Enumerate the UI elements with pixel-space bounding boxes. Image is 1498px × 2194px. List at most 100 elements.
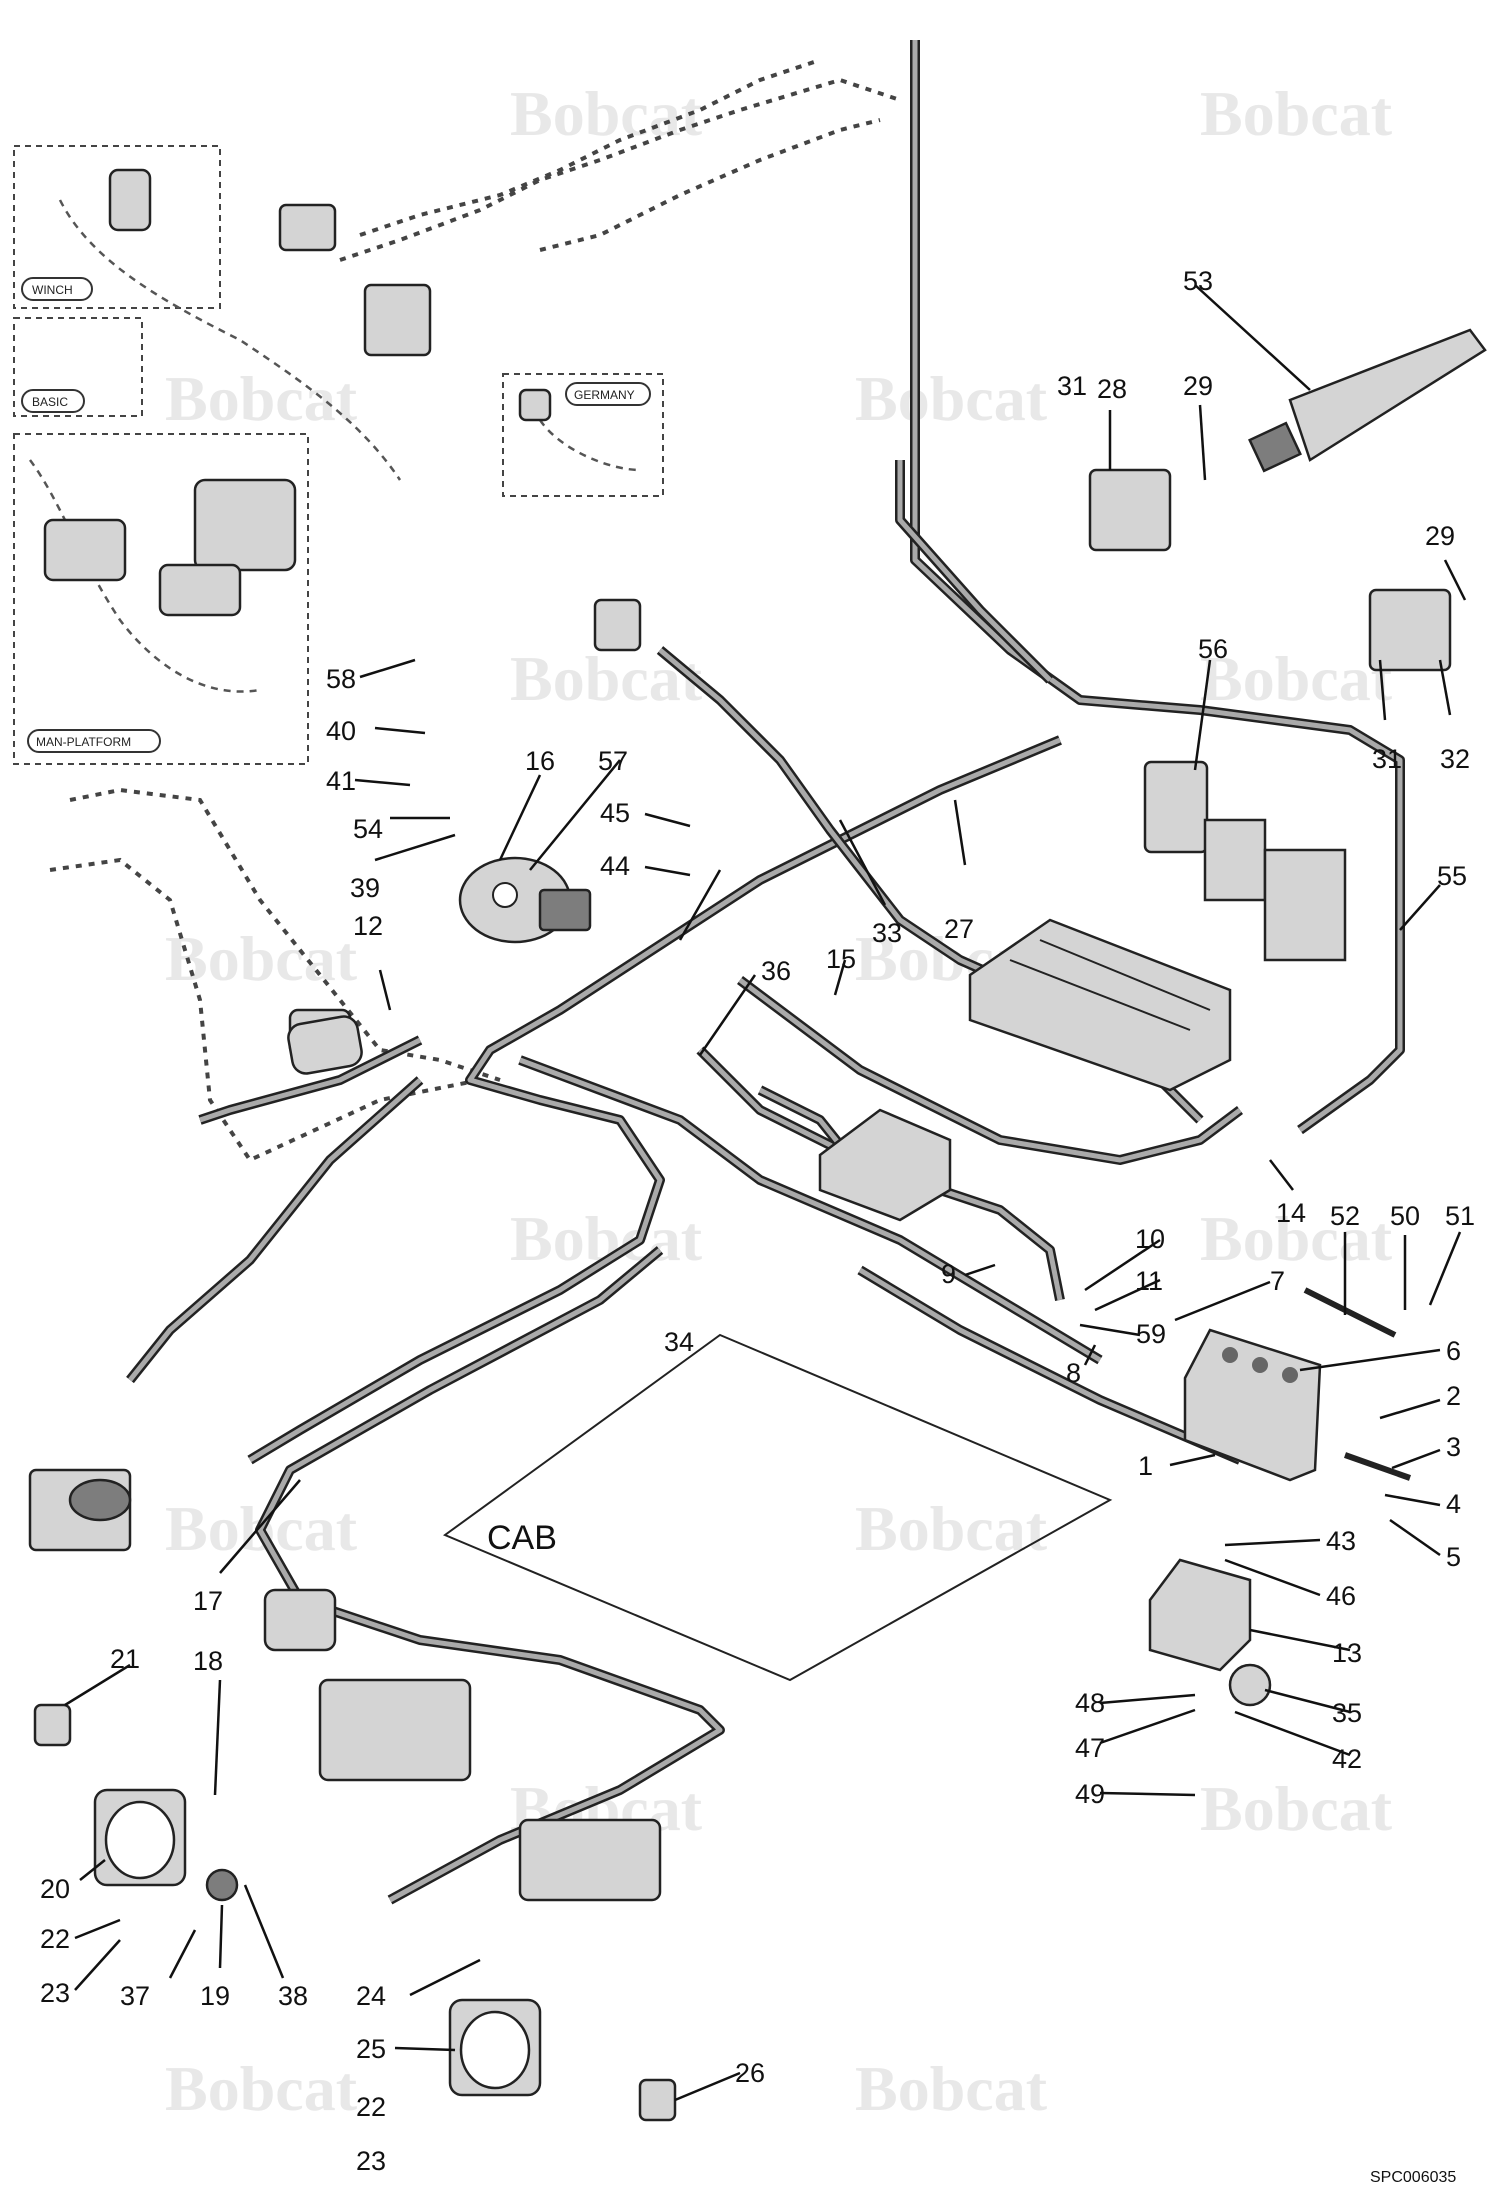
cover-box-28-icon: [1088, 468, 1172, 552]
callout-34: 34: [664, 1327, 694, 1357]
callout-5: 5: [1446, 1542, 1461, 1572]
buzzer-icon: [1228, 1663, 1272, 1707]
switch-panel-icon: [158, 563, 242, 617]
callout-52: 52: [1330, 1201, 1360, 1231]
callout-57: 57: [598, 746, 628, 776]
callout-56: 56: [1198, 634, 1228, 664]
callout-55: 55: [1437, 861, 1467, 891]
alternator-icon: [287, 1015, 363, 1075]
fuse-block-icon: [968, 918, 1232, 1092]
callout-33: 33: [872, 918, 902, 948]
connector-icon: [278, 203, 337, 252]
callout-1: 1: [1138, 1451, 1153, 1481]
leader-lines: [64, 284, 1467, 2102]
light-socket-icon: [205, 1868, 239, 1902]
callout-27: 27: [944, 914, 974, 944]
callout-36: 36: [761, 956, 791, 986]
pump-motor-icon: [263, 1588, 337, 1652]
callout-6: 6: [1446, 1336, 1461, 1366]
control-module-icon: [1148, 1558, 1252, 1672]
tag-man-platform: MAN-PLATFORM: [36, 735, 131, 749]
callout-28: 28: [1097, 374, 1127, 404]
work-light-20-icon: [93, 1788, 187, 1887]
callout-47: 47: [1075, 1733, 1105, 1763]
cab-label: CAB: [487, 1519, 557, 1557]
callout-50: 50: [1390, 1201, 1420, 1231]
callout-31: 31: [1057, 371, 1087, 401]
callouts: 1 2 3 4 5 6 7 8 9 10 11 12 13 14 15 16 1…: [40, 266, 1475, 2176]
junction-box-icon: [818, 1108, 952, 1222]
relay-icon: [1263, 848, 1347, 962]
callout-3: 3: [1446, 1432, 1461, 1462]
callout-22b: 22: [356, 2092, 386, 2122]
light-lens-26-icon: [638, 2078, 677, 2122]
cab-frame: CAB: [442, 1333, 1113, 1682]
callout-38: 38: [278, 1981, 308, 2011]
callout-51: 51: [1445, 1201, 1475, 1231]
valve-cluster-icon: [318, 1678, 472, 1782]
grease-tube-icon: [1248, 328, 1487, 473]
ground-strap-icon: [1343, 1452, 1412, 1481]
german-light-switch-icon: [518, 388, 552, 422]
callout-32: 32: [1440, 744, 1470, 774]
watermark: Bobcat: [1200, 643, 1393, 714]
callout-46: 46: [1326, 1581, 1356, 1611]
callout-16: 16: [525, 746, 555, 776]
cover-box-32-icon: [1368, 588, 1452, 672]
watermark: Bobcat: [1200, 1773, 1393, 1844]
callout-40: 40: [326, 716, 356, 746]
callout-13: 13: [1332, 1638, 1362, 1668]
watermark: Bobcat: [510, 643, 703, 714]
callout-20: 20: [40, 1874, 70, 1904]
callout-17: 17: [193, 1586, 223, 1616]
callout-10: 10: [1135, 1224, 1165, 1254]
callout-14: 14: [1276, 1198, 1306, 1228]
winch-remote-icon: [108, 168, 152, 232]
watermark: Bobcat: [165, 363, 358, 434]
watermark: Bobcat: [510, 78, 703, 149]
callout-43: 43: [1326, 1526, 1356, 1556]
callout-54: 54: [353, 814, 383, 844]
callout-29b: 29: [1425, 521, 1455, 551]
option-tags: WINCH BASIC GERMANY MAN-PLATFORM: [21, 277, 651, 753]
battery-icon: [1183, 1328, 1322, 1482]
callout-31b: 31: [1372, 744, 1402, 774]
components: [28, 168, 1487, 2122]
callout-37: 37: [120, 1981, 150, 2011]
callout-4: 4: [1446, 1489, 1461, 1519]
callout-24: 24: [356, 1981, 386, 2011]
callout-42: 42: [1332, 1744, 1362, 1774]
valve-bank-icon: [518, 1818, 662, 1902]
watermark: Bobcat: [1200, 1203, 1393, 1274]
callout-19: 19: [200, 1981, 230, 2011]
watermark: Bobcat: [1200, 78, 1393, 149]
callout-39: 39: [350, 873, 380, 903]
callout-22: 22: [40, 1924, 70, 1954]
callout-58: 58: [326, 664, 356, 694]
work-light-25-icon: [448, 1998, 542, 2097]
connector-icon: [593, 598, 642, 652]
callout-29: 29: [1183, 371, 1213, 401]
callout-23: 23: [40, 1978, 70, 2008]
callout-15: 15: [826, 944, 856, 974]
callout-41: 41: [326, 766, 356, 796]
callout-49: 49: [1075, 1779, 1105, 1809]
callout-8: 8: [1066, 1358, 1081, 1388]
watermark: Bobcat: [855, 2053, 1048, 2124]
main-switch-cluster-icon: [193, 478, 297, 572]
callout-18: 18: [193, 1646, 223, 1676]
callout-21: 21: [110, 1644, 140, 1674]
ignition-controller-icon: [458, 856, 592, 944]
callout-7: 7: [1270, 1266, 1285, 1296]
callout-59: 59: [1136, 1319, 1166, 1349]
callout-53: 53: [1183, 266, 1213, 296]
tag-basic: BASIC: [32, 395, 68, 409]
battery-rod-icon: [1303, 1287, 1397, 1338]
callout-9: 9: [941, 1259, 956, 1289]
callout-44: 44: [600, 851, 630, 881]
callout-25: 25: [356, 2034, 386, 2064]
callout-45: 45: [600, 798, 630, 828]
callout-26: 26: [735, 2058, 765, 2088]
tag-germany: GERMANY: [574, 388, 635, 402]
